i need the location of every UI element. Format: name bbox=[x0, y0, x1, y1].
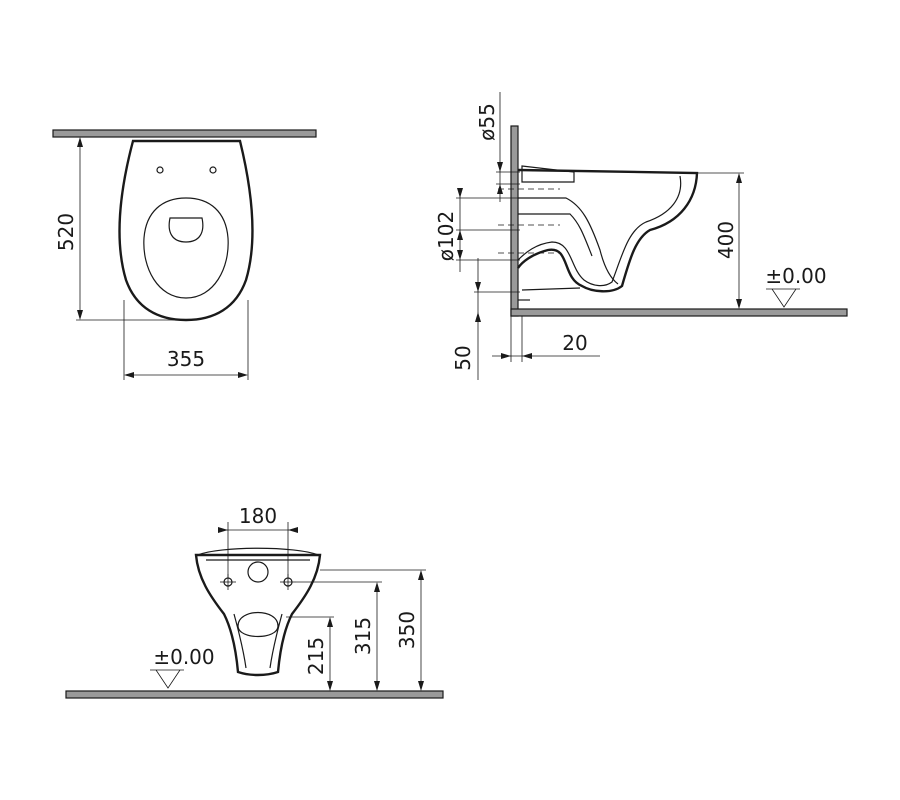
top-view: 520 355 bbox=[52, 129, 317, 380]
side-bowl-outline bbox=[517, 168, 699, 293]
side-outlet-label: ø55 bbox=[475, 103, 499, 141]
front-inlet-hole bbox=[237, 612, 279, 637]
side-floor-level-label: ±0.00 bbox=[765, 264, 826, 288]
top-bowl-outline bbox=[118, 139, 254, 322]
side-floor bbox=[510, 308, 848, 317]
top-depth-label: 520 bbox=[54, 213, 78, 251]
front-floor-level-label: ±0.00 bbox=[153, 645, 214, 669]
side-back-plate bbox=[521, 165, 575, 183]
front-bolt-spacing-label: 180 bbox=[239, 504, 277, 528]
front-pedestal-inner bbox=[233, 613, 283, 669]
front-floor bbox=[65, 690, 444, 699]
side-inlet-label: ø102 bbox=[434, 211, 458, 261]
front-350-label: 350 bbox=[395, 611, 419, 649]
side-inlet-channel bbox=[518, 197, 619, 285]
front-215-label: 215 bbox=[304, 637, 328, 675]
top-fixing-hole-left bbox=[156, 166, 164, 174]
side-wall-gap-label: 20 bbox=[562, 331, 587, 355]
top-wall-slab bbox=[52, 129, 317, 138]
side-floor-offset-label: 50 bbox=[451, 345, 475, 370]
front-rim bbox=[197, 547, 319, 556]
front-outlet-hole bbox=[247, 561, 269, 583]
front-view: 180 215 315 350 ±0.00 bbox=[65, 504, 444, 699]
side-rim-height-label: 400 bbox=[714, 221, 738, 259]
top-bowl-inner bbox=[143, 197, 229, 299]
front-315-label: 315 bbox=[351, 617, 375, 655]
side-level-marker-icon bbox=[766, 288, 800, 308]
top-fixing-hole-right bbox=[209, 166, 217, 174]
front-level-marker-icon bbox=[150, 669, 184, 689]
side-bowl-inner bbox=[517, 175, 682, 287]
front-bowl-outline bbox=[194, 553, 322, 677]
side-wall bbox=[510, 125, 519, 317]
top-width-label: 355 bbox=[167, 347, 205, 371]
side-view: ø55 ø102 50 20 400 ±0.00 bbox=[434, 92, 848, 380]
top-outlet bbox=[168, 217, 204, 243]
